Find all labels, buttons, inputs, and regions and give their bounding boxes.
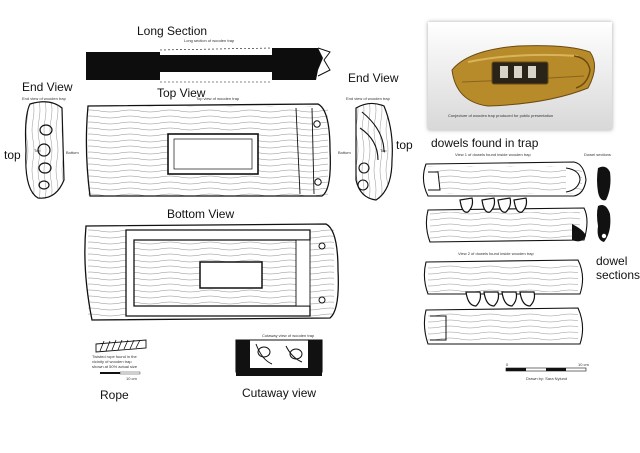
end-view-right-top-label: Top bbox=[380, 148, 387, 153]
cutaway-view-drawing bbox=[235, 339, 323, 376]
cutaway-heading: Cutaway view bbox=[242, 386, 317, 400]
end-view-left-heading: End View bbox=[22, 80, 73, 94]
conjecture-photo-card bbox=[428, 22, 612, 130]
end-view-right-heading: End View bbox=[348, 71, 399, 85]
cutaway-caption: Cutaway view of wooden trap bbox=[262, 333, 315, 338]
end-view-left-caption: End view of wooden trap bbox=[22, 96, 66, 101]
main-scale-end-label: 10 cm bbox=[578, 362, 589, 367]
long-section-caption: Long section of wooden trap bbox=[184, 38, 235, 43]
photo-caption: Conjecture of wooden trap produced for p… bbox=[448, 113, 554, 118]
dowels-view-1-caption: View 1 of dowels found inside wooden tra… bbox=[455, 152, 531, 157]
drawn-by-credit: Drawn by: Sara Nylund bbox=[526, 376, 568, 381]
top-view-drawing bbox=[85, 103, 331, 197]
end-view-left-drawing bbox=[24, 101, 65, 199]
rope-caption: Twisted rope found in the vicinity of wo… bbox=[92, 354, 138, 369]
dowel-sections-heading: dowel sections bbox=[596, 254, 640, 282]
rope-heading: Rope bbox=[100, 388, 129, 402]
end-view-left-bottom-label: Bottom bbox=[66, 150, 79, 155]
dowels-view-2-caption: View 2 of dowels found inside wooden tra… bbox=[458, 251, 534, 256]
end-view-right-caption: End view of wooden trap bbox=[346, 96, 390, 101]
main-scale-start-label: 0 bbox=[506, 362, 509, 367]
dowel-sections-caption: Dowel sections bbox=[584, 152, 611, 157]
top-view-heading: Top View bbox=[157, 86, 206, 100]
conjecture-photo bbox=[428, 22, 612, 130]
rope-scale-bar bbox=[100, 371, 141, 375]
rope-scale-end-label: 10 cm bbox=[126, 376, 137, 381]
end-view-left-top-label: Top bbox=[34, 148, 41, 153]
long-section-heading: Long Section bbox=[137, 24, 208, 38]
bottom-view-drawing bbox=[84, 223, 339, 321]
end-view-right-bottom-label: Bottom bbox=[338, 150, 351, 155]
main-scale-bar bbox=[505, 367, 587, 372]
bottom-view-heading: Bottom View bbox=[167, 207, 235, 221]
dowels-view-2-drawing bbox=[423, 259, 584, 345]
top-label-left: top bbox=[4, 148, 21, 162]
long-section-drawing bbox=[86, 47, 331, 83]
rope-drawing bbox=[95, 339, 147, 353]
top-view-caption: Top view of wooden trap bbox=[196, 96, 240, 101]
dowels-view-1-drawing bbox=[422, 161, 588, 243]
dowels-heading: dowels found in trap bbox=[431, 136, 539, 150]
end-view-right-drawing bbox=[355, 102, 393, 201]
dowel-sections-drawing bbox=[597, 166, 611, 242]
top-label-right: top bbox=[396, 138, 413, 152]
